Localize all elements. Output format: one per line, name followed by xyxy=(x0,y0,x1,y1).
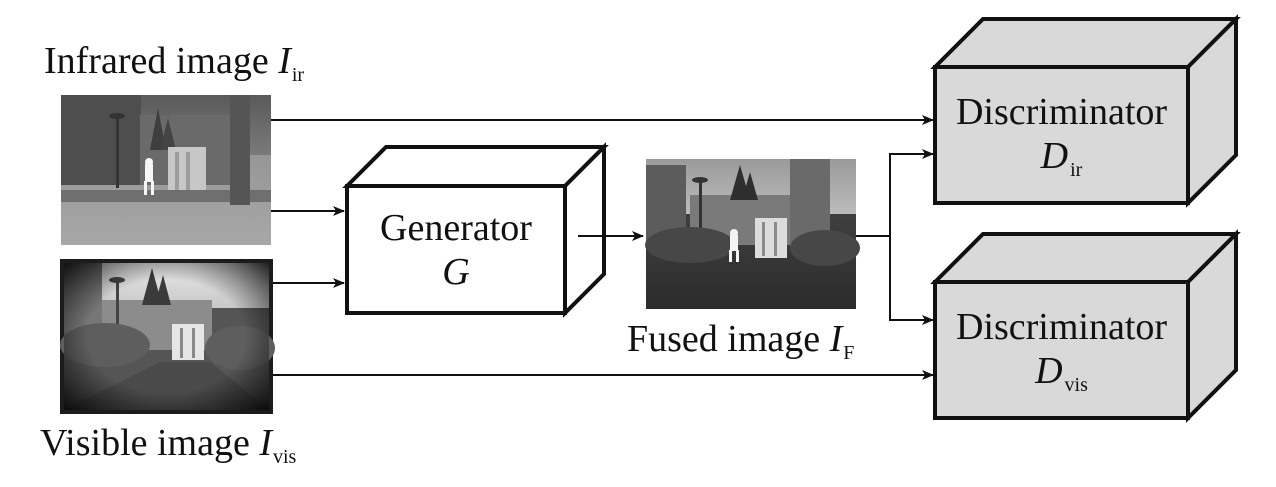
visible-subscript: vis xyxy=(273,446,297,468)
visible-label-text: Visible image xyxy=(40,422,260,464)
discriminator-vis-symbol: D xyxy=(1035,350,1063,392)
infrared-image xyxy=(61,95,271,245)
generator-title: Generator xyxy=(380,207,532,249)
generator-label: Generator G xyxy=(347,206,565,294)
visible-image xyxy=(60,259,275,414)
infrared-symbol: I xyxy=(278,40,291,82)
infrared-image-label: Infrared image Iir xyxy=(44,42,304,85)
visible-image-label: Visible image Ivis xyxy=(40,424,296,467)
fused-symbol: I xyxy=(829,318,843,360)
discriminator-ir-subscript: ir xyxy=(1070,159,1083,181)
discriminator-vis-title: Discriminator xyxy=(955,306,1168,348)
fused-subscript: F xyxy=(843,342,855,364)
fused-label-text: Fused image xyxy=(627,318,830,360)
arrow-fused-to-discriminator-vis xyxy=(889,236,934,325)
fused-image xyxy=(645,159,860,309)
generator-block xyxy=(342,142,609,318)
discriminator-ir-title: Discriminator xyxy=(955,91,1168,133)
discriminator-vis-subscript: vis xyxy=(1064,374,1088,396)
discriminator-vis-block xyxy=(930,229,1241,423)
discriminator-ir-block xyxy=(930,14,1241,208)
generator-symbol: G xyxy=(442,251,470,293)
visible-symbol: I xyxy=(259,422,272,464)
fused-image-label: Fused image IF xyxy=(627,320,854,363)
discriminator-ir-symbol: D xyxy=(1040,135,1069,177)
arrow-fused-to-discriminator-ir xyxy=(889,149,934,236)
infrared-label-text: Infrared image xyxy=(44,40,279,82)
infrared-subscript: ir xyxy=(291,64,305,86)
